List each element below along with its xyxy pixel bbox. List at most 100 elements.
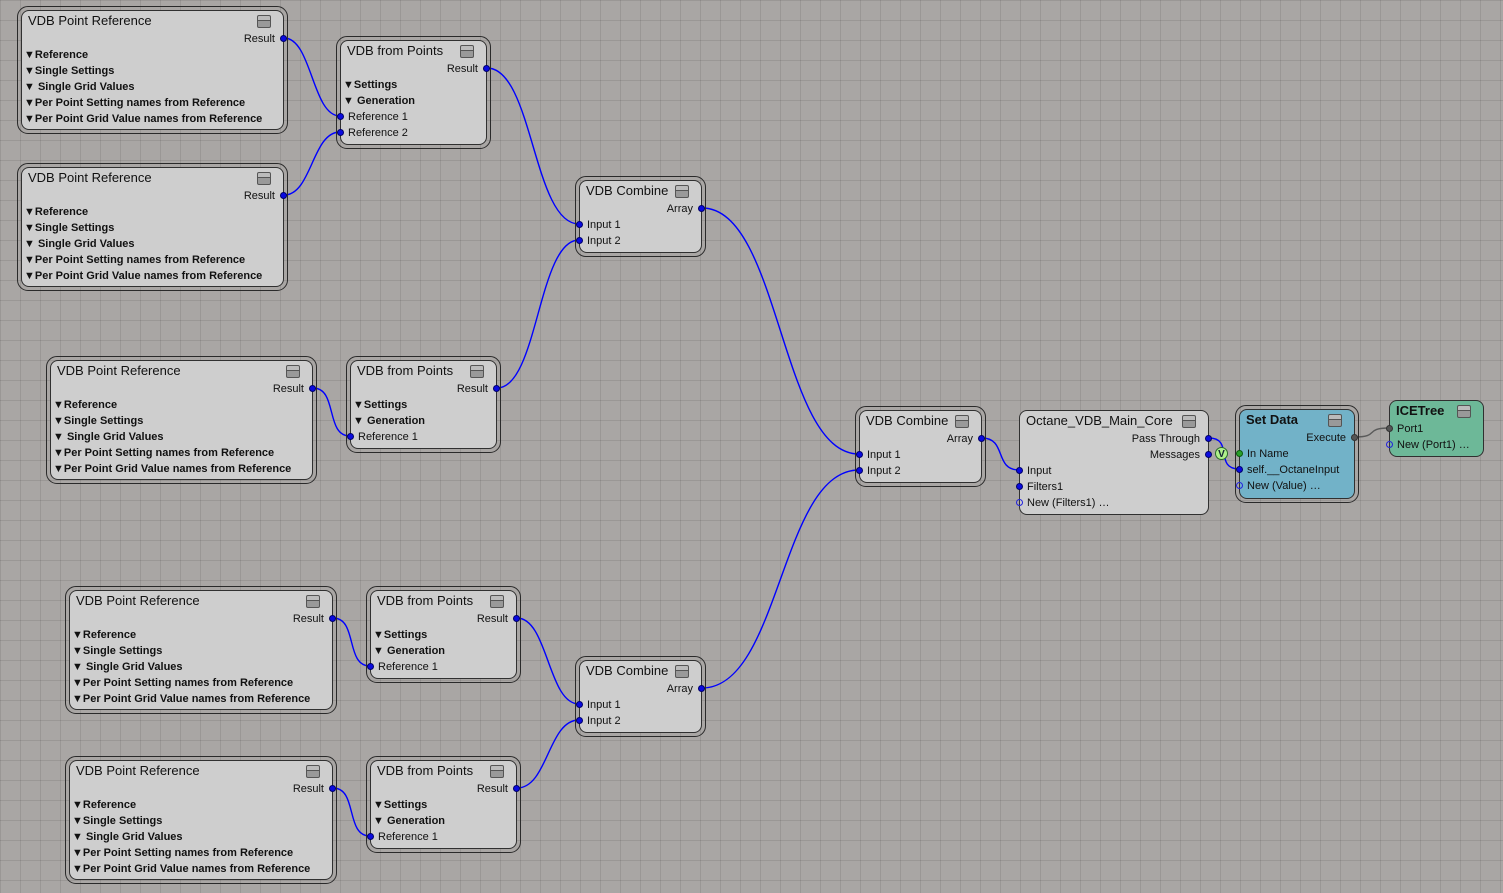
validation-badge-icon[interactable]: V [1215,447,1228,460]
wire[interactable] [516,719,580,789]
node-menu-icon[interactable] [257,15,271,28]
node-section-toggle[interactable]: ▼ Generation [351,413,496,429]
node-menu-icon[interactable] [675,665,689,678]
port-dot-icon[interactable] [576,717,583,724]
node-section-toggle[interactable]: ▼ Generation [371,643,516,659]
port-dot-icon[interactable] [1016,499,1023,506]
input-port[interactable]: Input 2 [576,233,701,249]
port-dot-icon[interactable] [698,685,705,692]
port-dot-icon[interactable] [576,701,583,708]
output-port[interactable]: Result [22,188,287,204]
wire[interactable] [283,37,341,117]
port-dot-icon[interactable] [576,221,583,228]
input-port[interactable]: Reference 1 [367,829,516,845]
port-dot-icon[interactable] [337,129,344,136]
wire[interactable] [312,387,351,437]
node-section-toggle[interactable]: ▼Per Point Setting names from Reference [70,675,332,691]
wire[interactable] [283,131,341,196]
port-dot-icon[interactable] [1205,451,1212,458]
node-section-toggle[interactable]: ▼Single Settings [70,813,332,829]
port-dot-icon[interactable] [1386,441,1393,448]
wire[interactable] [486,67,580,225]
node-section-toggle[interactable]: ▼ Single Grid Values [51,429,312,445]
node-section-toggle[interactable]: ▼Per Point Grid Value names from Referen… [22,268,283,284]
output-port[interactable]: Array [580,681,705,697]
port-dot-icon[interactable] [513,615,520,622]
port-dot-icon[interactable] [1236,466,1243,473]
node-menu-icon[interactable] [490,765,504,778]
output-port[interactable]: Array [580,201,705,217]
port-dot-icon[interactable] [698,205,705,212]
node-section-toggle[interactable]: ▼Per Point Setting names from Reference [51,445,312,461]
node-section-toggle[interactable]: ▼Reference [51,397,312,413]
node-section-toggle[interactable]: ▼Single Settings [51,413,312,429]
output-port[interactable]: Pass Through [1020,431,1212,447]
wire[interactable] [701,469,860,689]
input-port[interactable]: Input 1 [576,217,701,233]
new-port[interactable]: New (Port1) … [1386,437,1483,453]
port-dot-icon[interactable] [1205,435,1212,442]
output-port[interactable]: Result [22,31,287,47]
input-port[interactable]: Reference 1 [367,659,516,675]
node-section-toggle[interactable]: ▼ Generation [371,813,516,829]
node-section-toggle[interactable]: ▼Single Settings [22,63,283,79]
node-section-toggle[interactable]: ▼Per Point Grid Value names from Referen… [22,111,283,127]
port-dot-icon[interactable] [280,35,287,42]
output-port[interactable]: Result [341,61,490,77]
port-dot-icon[interactable] [483,65,490,72]
node-menu-icon[interactable] [306,765,320,778]
input-port[interactable]: Input 2 [856,463,981,479]
node-section-toggle[interactable]: ▼Per Point Setting names from Reference [22,252,283,268]
output-port[interactable]: Messages [1020,447,1212,463]
node-section-toggle[interactable]: ▼Per Point Grid Value names from Referen… [51,461,312,477]
wire[interactable] [496,239,580,389]
output-port[interactable]: Result [371,781,520,797]
node-menu-icon[interactable] [286,365,300,378]
node-section-toggle[interactable]: ▼ Single Grid Values [70,659,332,675]
input-port[interactable]: self.__OctaneInput [1236,462,1354,478]
node-section-toggle[interactable]: ▼Reference [22,204,283,220]
port-dot-icon[interactable] [337,113,344,120]
input-port[interactable]: Reference 1 [337,109,486,125]
node-section-toggle[interactable]: ▼Settings [371,627,516,643]
output-port[interactable]: Result [70,781,336,797]
wire[interactable] [332,617,371,667]
node-section-toggle[interactable]: ▼ Generation [341,93,486,109]
wire[interactable] [701,207,860,455]
wire[interactable] [516,617,580,705]
port-dot-icon[interactable] [367,663,374,670]
node-menu-icon[interactable] [460,45,474,58]
node-section-toggle[interactable]: ▼Per Point Grid Value names from Referen… [70,861,332,877]
port-dot-icon[interactable] [367,833,374,840]
input-port[interactable]: Port1 [1386,421,1483,437]
port-dot-icon[interactable] [856,451,863,458]
port-dot-icon[interactable] [329,615,336,622]
input-port[interactable]: Input 1 [856,447,981,463]
output-port[interactable]: Array [860,431,985,447]
input-port[interactable]: In Name [1236,446,1354,462]
input-port[interactable]: Input 1 [576,697,701,713]
output-port[interactable]: Execute [1240,430,1358,446]
node-section-toggle[interactable]: ▼Single Settings [70,643,332,659]
port-dot-icon[interactable] [280,192,287,199]
node-menu-icon[interactable] [490,595,504,608]
node-menu-icon[interactable] [1182,415,1196,428]
port-dot-icon[interactable] [1236,450,1243,457]
node-section-toggle[interactable]: ▼Reference [70,797,332,813]
port-dot-icon[interactable] [347,433,354,440]
input-port[interactable]: Filters1 [1016,479,1208,495]
port-dot-icon[interactable] [309,385,316,392]
